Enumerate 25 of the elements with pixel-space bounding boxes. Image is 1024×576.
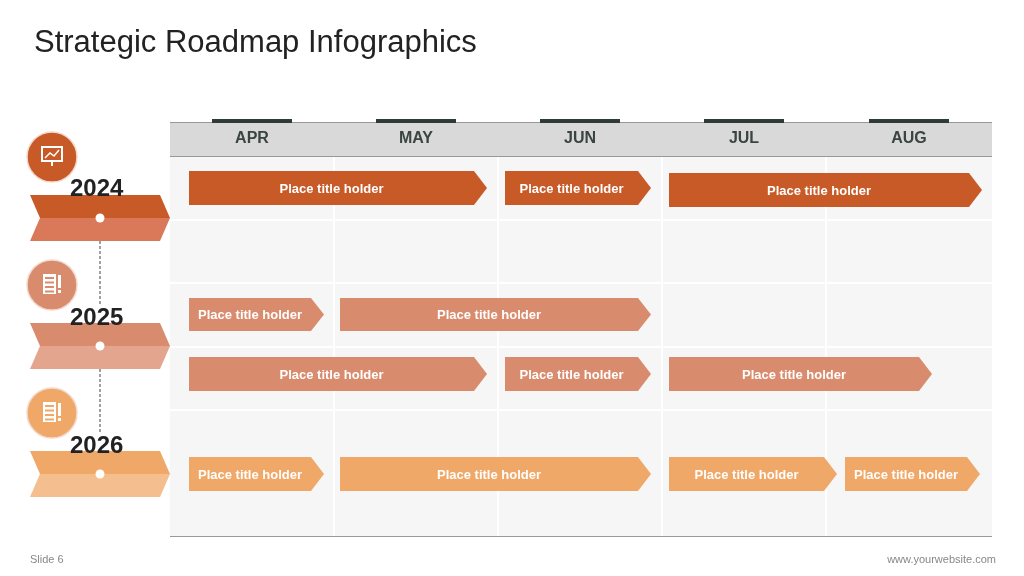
bar-label: Place title holder	[279, 366, 384, 382]
slide-number: Slide 6	[30, 553, 64, 565]
bar-label: Place title holder	[766, 182, 871, 198]
month-label: JUN	[563, 129, 597, 147]
bar-label: Place title holder	[197, 466, 302, 482]
year-label: 2024	[70, 176, 124, 200]
dashed-connector	[99, 368, 101, 434]
bar-label: Place title holder	[694, 466, 799, 482]
bar-label: Place title holder	[197, 307, 302, 322]
bar-label: Place title holder	[436, 307, 541, 322]
month-label: AUG	[890, 129, 928, 147]
bar-label: Place title holder	[853, 466, 958, 482]
website-text: www.yourwebsite.com	[887, 553, 996, 565]
year-label: 2025	[70, 305, 124, 329]
month-label: JUL	[727, 129, 761, 147]
slide-title: Strategic Roadmap Infographics	[34, 24, 477, 60]
year-label: 2026	[70, 433, 124, 457]
bar-label: Place title holder	[519, 180, 624, 196]
dashed-connector	[99, 240, 101, 306]
month-label: MAY	[397, 129, 435, 147]
bar-label: Place title holder	[519, 366, 624, 382]
bar-label: Place title holder	[279, 180, 384, 196]
bar-label: Place title holder	[436, 466, 541, 482]
month-label: APR	[234, 129, 270, 147]
bar-label: Place title holder	[741, 366, 846, 382]
